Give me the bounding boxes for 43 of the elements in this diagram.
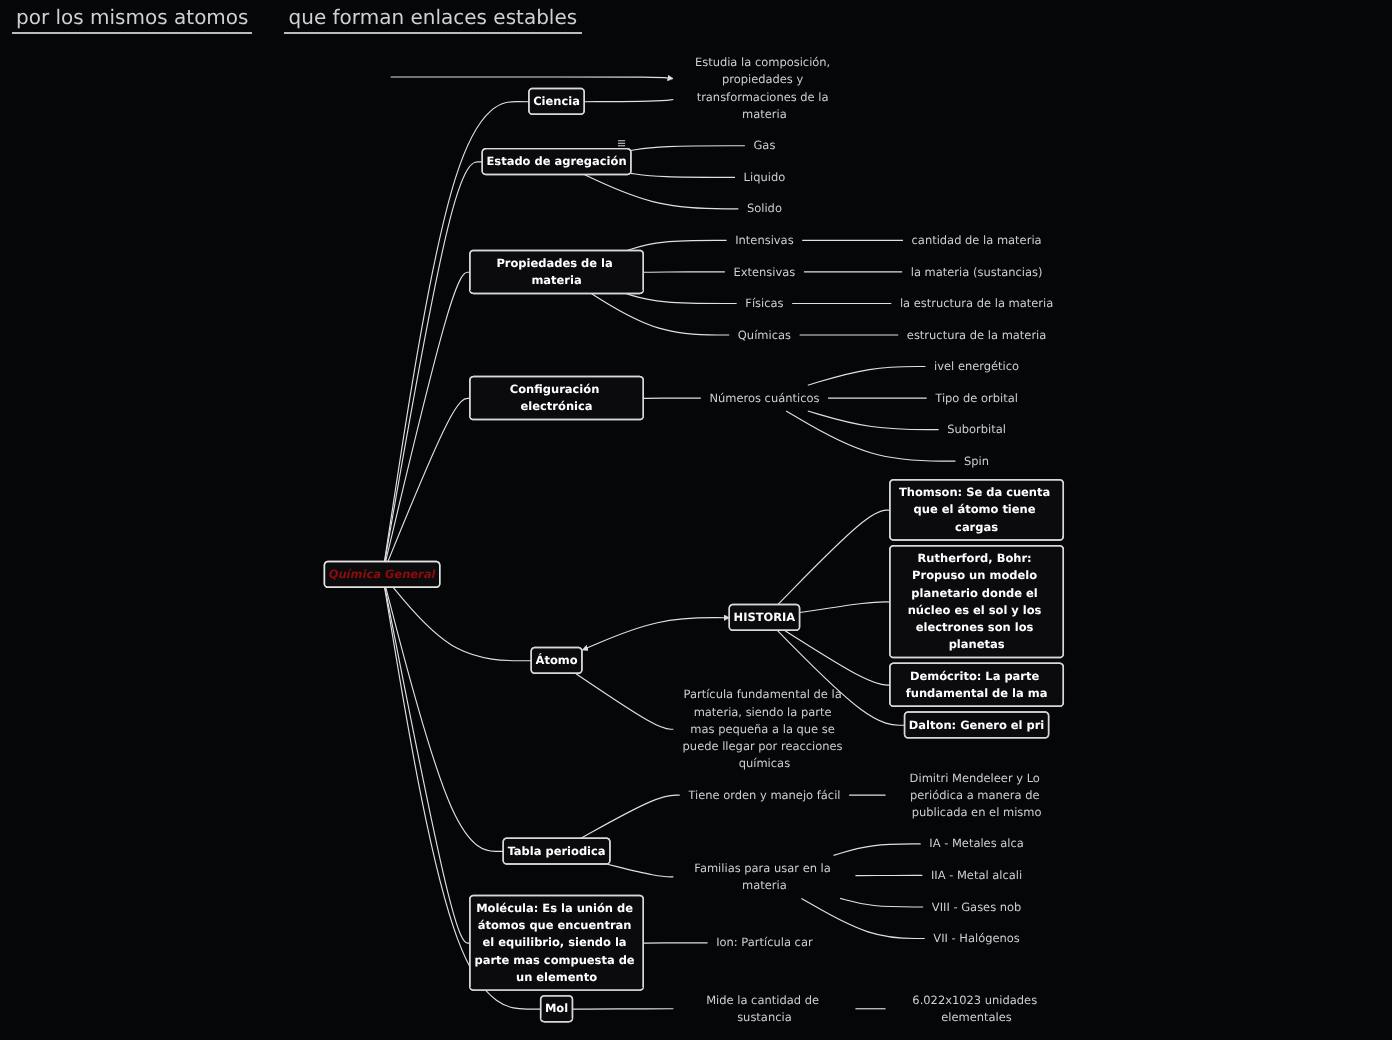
connector — [584, 98, 674, 103]
branch-text: que forman enlaces estables — [284, 8, 582, 34]
connector — [643, 271, 726, 273]
connector — [630, 172, 736, 178]
connector — [625, 239, 728, 252]
connector — [854, 874, 923, 877]
connector — [799, 601, 891, 614]
connector — [776, 509, 891, 606]
connector — [384, 587, 542, 1010]
connector — [387, 397, 471, 563]
arrow — [582, 614, 730, 651]
connector — [625, 293, 738, 305]
connector — [383, 101, 530, 563]
arrow — [390, 74, 674, 82]
connector — [839, 897, 924, 908]
connector — [606, 863, 674, 878]
connector — [784, 630, 891, 686]
connector — [785, 410, 957, 462]
connector — [776, 630, 906, 726]
connector — [803, 271, 903, 273]
connector — [854, 1008, 887, 1010]
connector — [584, 174, 739, 210]
connector — [630, 145, 746, 152]
branch-text: por los mismos atomos — [12, 8, 253, 34]
connector — [801, 239, 904, 241]
connector — [848, 794, 887, 796]
connector — [385, 587, 505, 852]
connector — [643, 942, 709, 944]
connector — [572, 1008, 674, 1010]
connector — [392, 587, 533, 662]
connector — [384, 161, 484, 563]
connector — [807, 410, 940, 431]
connector — [591, 293, 730, 336]
connector — [827, 397, 928, 399]
connector — [643, 397, 702, 399]
connector — [791, 302, 892, 305]
connector — [384, 271, 471, 563]
connector — [800, 897, 926, 940]
connector — [384, 587, 471, 944]
connector — [575, 673, 674, 730]
connector — [579, 794, 681, 840]
connector — [833, 843, 922, 856]
connector — [807, 365, 926, 386]
